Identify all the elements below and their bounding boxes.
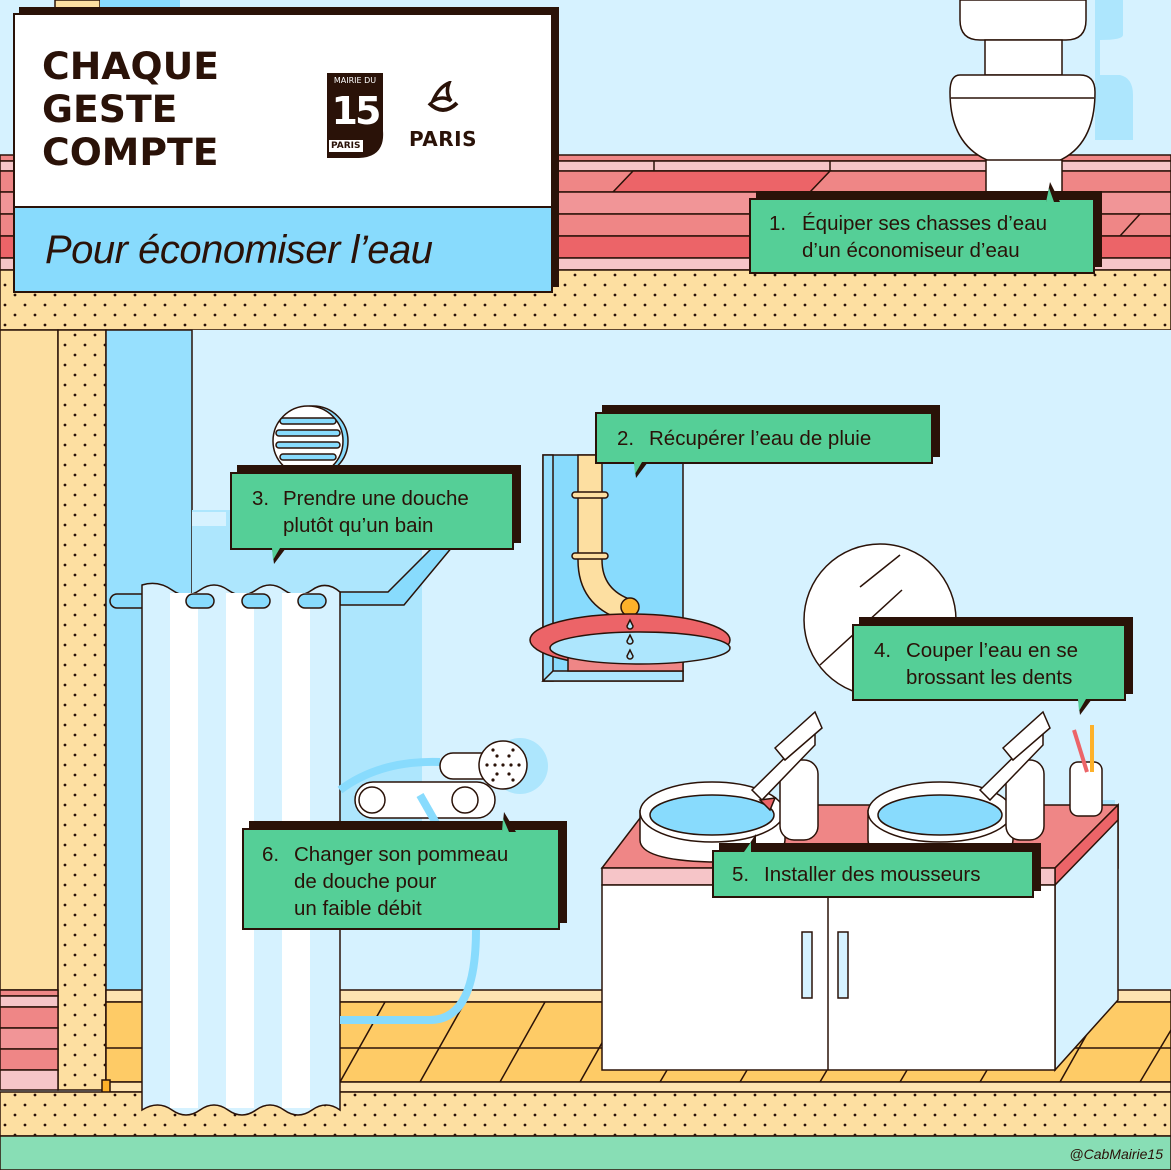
paris-logo: PARIS — [403, 81, 483, 151]
tip-text-line: brossant les dents — [906, 666, 1073, 689]
tip-4-tail — [1078, 699, 1092, 715]
tip-text-line: Récupérer l’eau de pluie — [649, 427, 872, 450]
title-line: COMPTE — [42, 131, 219, 174]
title-line: CHAQUE — [42, 45, 220, 88]
mairie-logo-number: 15 — [331, 89, 382, 133]
tip-number: 3. — [252, 487, 270, 510]
tip-5-bubble: 5. Installer des mousseurs — [712, 850, 1034, 898]
subtitle-band: Pour économiser l’eau — [15, 206, 551, 291]
tip-text-line: Installer des mousseurs — [764, 863, 981, 886]
tip-3-bubble: 3. Prendre une douche plutôt qu’un bain — [230, 472, 514, 550]
toilet-illustration — [949, 0, 1133, 193]
tip-2-tail — [634, 462, 648, 478]
tip-text-line: Couper l’eau en se — [906, 639, 1079, 662]
paris-boat-icon — [427, 81, 459, 112]
social-handle: @CabMairie15 — [1069, 1146, 1163, 1162]
tip-4-bubble: 4. Couper l’eau en se brossant les dents — [852, 624, 1126, 701]
poster-title: CHAQUE GESTE COMPTE — [42, 45, 219, 174]
tip-6-bubble: 6. Changer son pommeau de douche pour un… — [242, 828, 560, 930]
mairie-logo-bottom: PARIS — [329, 140, 363, 152]
tip-number: 4. — [874, 639, 892, 662]
mairie-logo-top: MAIRIE DU — [333, 76, 377, 85]
tip-1-tail — [1046, 182, 1060, 202]
tip-text-line: d’un économiseur d’eau — [802, 239, 1020, 262]
tip-text-line: plutôt qu’un bain — [283, 514, 434, 537]
title-line: GESTE — [42, 88, 178, 131]
rain-gutter — [529, 454, 731, 682]
tip-6-tail — [502, 812, 516, 832]
tip-text-line: un faible débit — [294, 897, 422, 920]
poster-subtitle: Pour économiser l’eau — [45, 228, 433, 272]
tip-text-line: Équiper ses chasses d’eau — [802, 212, 1048, 235]
vent-illustration — [272, 405, 349, 477]
tip-number: 2. — [617, 427, 635, 450]
basins — [639, 710, 1103, 863]
mairie-15-logo — [327, 73, 384, 158]
shower-mixer — [337, 738, 548, 1024]
tip-text-line: Prendre une douche — [283, 487, 469, 510]
tip-text-line: Changer son pommeau — [294, 843, 509, 866]
tip-number: 6. — [262, 843, 280, 866]
tip-2-bubble: 2. Récupérer l’eau de pluie — [595, 412, 933, 464]
paris-logo-word: PARIS — [408, 127, 478, 151]
tip-number: 5. — [732, 863, 750, 886]
tip-number: 1. — [769, 212, 787, 235]
title-card: CHAQUE GESTE COMPTE MAIRIE DU 15 PARIS P… — [13, 13, 553, 293]
tip-text-line: de douche pour — [294, 870, 437, 893]
tip-1-bubble: 1. Équiper ses chasses d’eau d’un économ… — [749, 198, 1095, 274]
tip-3-tail — [272, 548, 286, 564]
tip-5-tail — [744, 834, 756, 852]
